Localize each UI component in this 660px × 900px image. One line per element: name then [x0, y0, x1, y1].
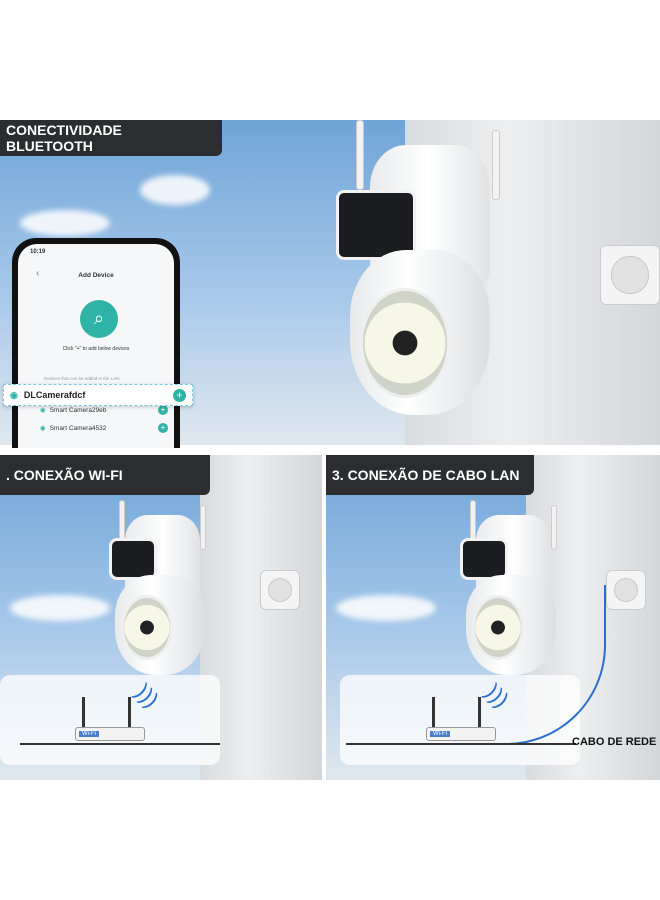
screen-title: Add Device: [78, 272, 114, 279]
add-button[interactable]: +: [158, 423, 168, 433]
camera-icon: ◉: [40, 407, 46, 414]
add-button[interactable]: +: [158, 405, 168, 415]
power-socket: [600, 245, 660, 305]
bluetooth-panel: CONECTIVIDADE BLUETOOTH: [0, 120, 660, 445]
wifi-panel: . CONEXÃO WI-FI Wi-Fi ))): [0, 455, 322, 780]
phone: 10:19 ‹ Add Device ⌕ Click "+" to add be…: [12, 238, 180, 448]
cable-label: CABO DE REDE: [572, 736, 657, 748]
power-socket: [606, 570, 646, 610]
lan-label: 3. CONEXÃO DE CABO LAN: [326, 455, 534, 495]
hint-text: Click "+" to add below devices: [62, 346, 130, 352]
router-image: Wi-Fi: [75, 727, 145, 741]
back-icon[interactable]: ‹: [36, 268, 40, 279]
phone-time: 10:19: [30, 249, 46, 255]
camera-icon: ◉: [40, 425, 46, 432]
device-row[interactable]: ◉Smart Camera29eb: [40, 406, 107, 415]
bluetooth-label: CONECTIVIDADE BLUETOOTH: [0, 120, 222, 156]
device-row[interactable]: ◉Smart Camera4532: [40, 424, 107, 433]
camera-image: [330, 120, 530, 420]
section-label: Devices that can be added in the LAN: [44, 376, 120, 381]
power-socket: [260, 570, 300, 610]
add-button[interactable]: +: [173, 388, 186, 402]
camera-icon: ◉: [10, 389, 18, 400]
lan-panel: 3. CONEXÃO DE CABO LAN Wi-Fi ))) CABO DE…: [326, 455, 660, 780]
camera-image: [105, 500, 215, 680]
highlighted-device[interactable]: ◉ DLCamerafdcf +: [3, 384, 193, 406]
search-icon[interactable]: ⌕: [80, 300, 118, 338]
router-image: Wi-Fi: [426, 727, 496, 741]
wifi-label: . CONEXÃO WI-FI: [0, 455, 210, 495]
